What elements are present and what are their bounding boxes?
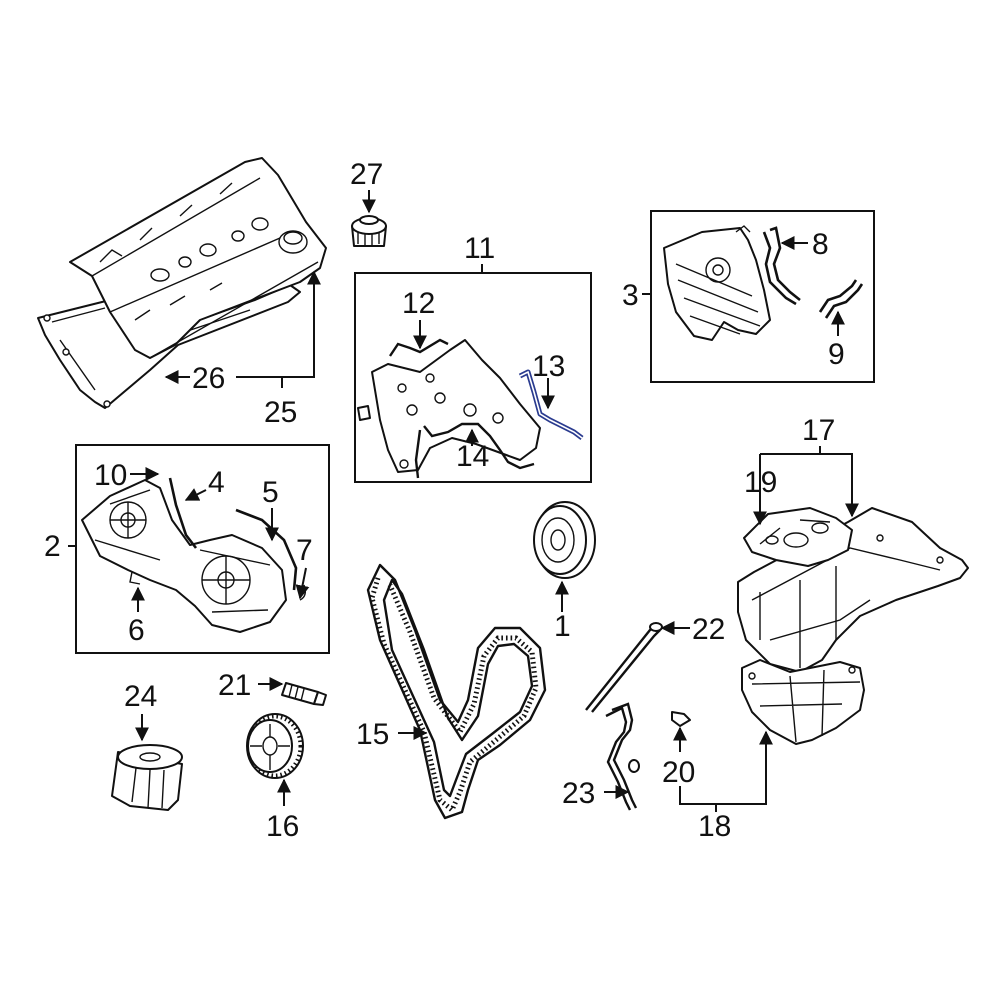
callout-17: 17 [802, 414, 835, 447]
bolt-drawing [281, 682, 327, 706]
callout-2: 2 [44, 530, 61, 563]
callout-5: 5 [262, 476, 279, 509]
timing-belt-drawing [366, 563, 547, 820]
sprocket-drawing [246, 713, 304, 779]
callout-7: 7 [296, 534, 313, 567]
callout-8: 8 [812, 228, 829, 261]
callout-13: 13 [532, 350, 565, 383]
callout-15: 15 [356, 718, 389, 751]
oil-filter-drawing [111, 744, 183, 811]
callout-18: 18 [698, 810, 731, 843]
rear-cover-seal-highlight [518, 369, 584, 440]
callout-27: 27 [350, 158, 383, 191]
callout-22: 22 [692, 613, 725, 646]
callout-25: 25 [264, 396, 297, 429]
callout-21: 21 [218, 669, 251, 702]
dipstick-drawing [585, 622, 663, 713]
group-box-timing-cover-rear [354, 272, 592, 483]
crankshaft-pulley-drawing [533, 501, 596, 579]
leader-lines [68, 190, 859, 812]
oil-pickup-tube-drawing [605, 702, 640, 811]
rear-timing-cover-drawing [357, 338, 541, 479]
callout-19: 19 [744, 466, 777, 499]
upper-timing-cover-drawing [663, 225, 771, 341]
callout-11: 11 [464, 232, 495, 265]
callout-9: 9 [828, 338, 845, 371]
callout-1: 1 [554, 610, 571, 643]
callout-23: 23 [562, 777, 595, 810]
oil-filler-cap-drawing [351, 215, 387, 247]
group-box-upper-cover [650, 210, 875, 383]
lower-oil-pan-drawing [741, 659, 865, 745]
callout-14: 14 [456, 440, 489, 473]
callout-6: 6 [128, 614, 145, 647]
callout-24: 24 [124, 680, 157, 713]
cover-gasket-8-drawing [762, 226, 801, 306]
valve-cover-drawing [69, 157, 327, 359]
callout-26: 26 [192, 362, 225, 395]
oil-pan-drawing [737, 507, 969, 673]
callout-16: 16 [266, 810, 299, 843]
callout-10: 10 [94, 459, 127, 492]
drain-plug-drawing [671, 711, 691, 727]
group-box-timing-cover [75, 444, 330, 654]
callout-20: 20 [662, 756, 695, 789]
baffle-plate-drawing [743, 507, 853, 567]
callout-12: 12 [402, 287, 435, 320]
timing-cover-drawing [81, 479, 287, 633]
callout-4: 4 [208, 466, 225, 499]
cover-gasket-9-drawing [818, 279, 864, 319]
callout-3: 3 [622, 279, 639, 312]
